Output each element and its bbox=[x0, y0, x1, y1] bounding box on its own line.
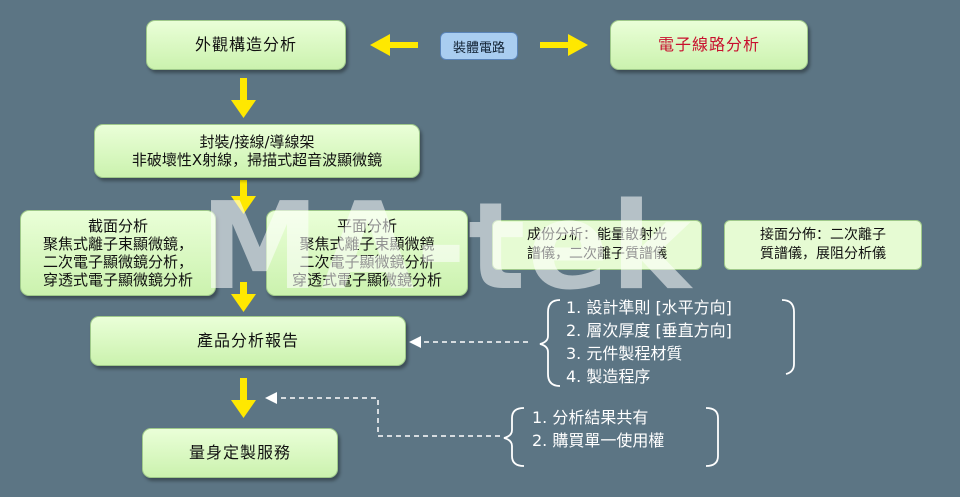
report-note-1: 1. 設計準則 [水平方向] bbox=[566, 298, 732, 317]
service-notes: 1. 分析結果共有 2. 購買單一使用權 bbox=[532, 406, 664, 452]
arrow-right-to-circuit bbox=[540, 34, 588, 56]
plane-analysis-line-3: 穿透式電子顯微鏡分析 bbox=[291, 271, 442, 289]
interface-line-2: 質譜儀，展阻分析儀 bbox=[760, 246, 886, 262]
package-circuit-label: 裝體電路 bbox=[452, 40, 505, 56]
report-notes: 1. 設計準則 [水平方向] 2. 層次厚度 [垂直方向] 3. 元件製程材質 … bbox=[566, 296, 732, 388]
cross-section-line-2: 二次電子顯微鏡分析， bbox=[42, 253, 193, 271]
packaging-line-1: 封裝/接線/導線架 bbox=[199, 133, 315, 151]
plane-analysis-box: 平面分析 聚焦式離子束顯微鏡 二次電子顯微鏡分析 穿透式電子顯微鏡分析 bbox=[266, 210, 468, 296]
brace-right-service bbox=[705, 407, 719, 467]
service-note-2: 2. 購買單一使用權 bbox=[532, 431, 665, 450]
report-note-2: 2. 層次厚度 [垂直方向] bbox=[566, 321, 732, 340]
cross-section-box: 截面分析 聚焦式離子束顯微鏡， 二次電子顯微鏡分析， 穿透式電子顯微鏡分析 bbox=[20, 210, 216, 296]
report-box: 產品分析報告 bbox=[90, 316, 406, 366]
arrow-down-1 bbox=[231, 78, 256, 118]
cross-section-line-3: 穿透式電子顯微鏡分析 bbox=[42, 271, 193, 289]
interface-distribution-box: 接面分佈：二次離子 質譜儀，展阻分析儀 bbox=[724, 220, 922, 270]
plane-analysis-line-1: 聚焦式離子束顯微鏡 bbox=[299, 235, 435, 253]
report-label: 產品分析報告 bbox=[196, 331, 299, 350]
brace-left-report bbox=[539, 299, 561, 387]
arrow-down-4 bbox=[231, 378, 256, 418]
packaging-box: 封裝/接線/導線架 非破壞性X射線，掃描式超音波顯微鏡 bbox=[94, 124, 420, 178]
report-note-3: 3. 元件製程材質 bbox=[566, 344, 683, 363]
plane-analysis-title: 平面分析 bbox=[336, 217, 397, 235]
exterior-analysis-label: 外觀構造分析 bbox=[194, 35, 297, 54]
exterior-analysis-box: 外觀構造分析 bbox=[146, 20, 346, 70]
packaging-line-2: 非破壞性X射線，掃描式超音波顯微鏡 bbox=[131, 151, 383, 169]
brace-left-service bbox=[503, 407, 525, 467]
interface-line-1: 接面分佈：二次離子 bbox=[760, 227, 886, 243]
package-circuit-pill: 裝體電路 bbox=[440, 32, 518, 60]
cross-section-line-1: 聚焦式離子束顯微鏡， bbox=[42, 235, 193, 253]
service-label: 量身定製服務 bbox=[188, 443, 291, 462]
service-note-1: 1. 分析結果共有 bbox=[532, 408, 649, 427]
composition-line-1: 成份分析：能量散射光 bbox=[527, 227, 667, 243]
composition-line-2: 譜儀，二次離子質譜儀 bbox=[527, 246, 667, 262]
arrow-left-to-exterior bbox=[370, 34, 418, 56]
composition-analysis-box: 成份分析：能量散射光 譜儀，二次離子質譜儀 bbox=[492, 220, 702, 270]
plane-analysis-line-2: 二次電子顯微鏡分析 bbox=[299, 253, 435, 271]
circuit-analysis-label: 電子線路分析 bbox=[657, 35, 760, 54]
arrow-down-3 bbox=[231, 282, 256, 312]
arrow-down-2 bbox=[231, 180, 256, 214]
cross-section-title: 截面分析 bbox=[87, 217, 148, 235]
brace-right-report bbox=[781, 299, 795, 375]
circuit-analysis-box: 電子線路分析 bbox=[610, 20, 808, 70]
report-note-4: 4. 製造程序 bbox=[566, 367, 651, 386]
service-box: 量身定製服務 bbox=[142, 428, 338, 478]
